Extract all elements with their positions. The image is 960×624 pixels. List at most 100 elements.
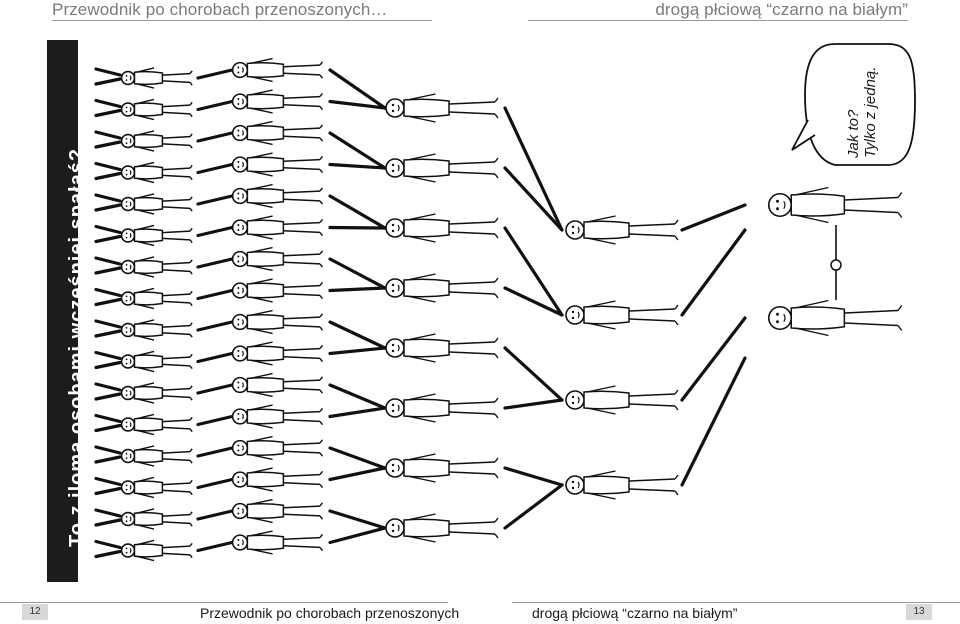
header-right-title: drogą płciową “czarno na białym” — [655, 0, 908, 19]
connector-line — [503, 226, 564, 317]
figure-person — [120, 193, 193, 215]
figure-man — [767, 299, 903, 337]
connector-line — [196, 68, 234, 80]
figure-person — [385, 273, 499, 303]
figure-person — [120, 256, 193, 278]
header-left-title: Przewodnik po chorobach przenoszonych… — [52, 0, 388, 19]
connector-line — [196, 194, 234, 206]
connector-line — [328, 225, 387, 230]
figure-person — [565, 300, 679, 330]
connector-line — [94, 455, 122, 464]
connector-line — [680, 203, 747, 232]
connector-line — [94, 319, 122, 329]
connector-line — [94, 382, 122, 392]
connector-line — [328, 446, 387, 470]
figure-person — [231, 183, 324, 209]
connector-line — [196, 540, 234, 553]
connector-line — [196, 351, 234, 364]
figure-person — [120, 224, 193, 247]
figure-person — [120, 287, 193, 310]
connector-line — [94, 224, 122, 235]
figure-person — [385, 393, 499, 423]
connector-line — [503, 398, 564, 410]
figure-person — [231, 372, 324, 398]
figure-person — [385, 513, 499, 543]
connector-line — [196, 509, 234, 521]
connector-line — [503, 166, 564, 232]
header-rule-left — [52, 20, 432, 21]
connector-line — [196, 99, 234, 112]
connector-line — [94, 234, 122, 244]
figure-person — [120, 130, 193, 152]
connector-line — [94, 476, 122, 487]
footer-right-text: drogą płciową “czarno na białym” — [532, 605, 738, 621]
connector-line — [328, 131, 387, 170]
speech-bubble-text: Jak to? Tylko z jedną. — [845, 67, 879, 158]
connector-line — [196, 477, 234, 490]
connector-line — [328, 383, 387, 410]
connector-line — [94, 130, 122, 140]
connector-line — [503, 483, 564, 530]
figure-person — [120, 98, 193, 121]
figure-person — [385, 453, 499, 483]
speech-bubble-line-2: Tylko z jedną. — [862, 66, 879, 158]
figure-person — [120, 539, 193, 562]
connector-line — [94, 549, 122, 559]
speech-bubble — [804, 43, 916, 166]
connector-line — [328, 320, 387, 350]
connector-line — [196, 131, 234, 143]
connector-line — [328, 286, 387, 293]
figure-person — [231, 341, 324, 366]
side-banner — [47, 40, 78, 582]
connector-line — [503, 346, 564, 402]
figure-person — [231, 278, 324, 303]
connector-line — [328, 466, 387, 482]
connector-line — [94, 423, 122, 433]
connector-line — [94, 508, 122, 518]
figure-person — [385, 333, 499, 363]
connector-line — [328, 509, 387, 530]
figure-person — [385, 93, 499, 123]
connector-line — [94, 413, 122, 424]
figure-person — [231, 89, 324, 114]
figure-person — [565, 215, 679, 245]
connector-line — [196, 446, 234, 458]
figure-person — [231, 498, 324, 524]
figure-woman — [767, 186, 903, 224]
figure-person — [120, 445, 193, 467]
connector-line — [94, 392, 122, 401]
footer-rule-right — [512, 602, 960, 603]
figure-person — [120, 476, 193, 499]
figure-person — [231, 57, 324, 83]
footer-left-text: Przewodnik po chorobach przenoszonych — [200, 605, 460, 621]
connector-line — [196, 288, 234, 301]
header-rule-right — [528, 20, 908, 21]
connector-line — [94, 77, 122, 86]
connector-line — [196, 383, 234, 395]
connector-line — [94, 67, 122, 77]
connector-line — [196, 414, 234, 427]
connector-line — [94, 539, 122, 550]
figure-person — [120, 508, 193, 530]
connector-line — [328, 346, 387, 356]
figure-person — [385, 213, 499, 243]
connector-line — [503, 286, 564, 317]
connector-line — [94, 108, 122, 118]
connector-line — [328, 194, 387, 230]
connector-line — [94, 297, 122, 307]
connector-line — [94, 329, 122, 338]
figure-person — [565, 385, 679, 415]
figure-person — [231, 215, 324, 240]
figure-person — [231, 467, 324, 492]
connector-line — [94, 486, 122, 496]
page-number-right: 13 — [906, 604, 932, 620]
connector-line — [680, 316, 747, 402]
connector-line — [94, 203, 122, 212]
connector-line — [94, 161, 122, 172]
connector-line — [196, 320, 234, 332]
figure-person — [385, 153, 499, 183]
connector-line — [680, 228, 747, 317]
connector-line — [328, 99, 387, 110]
connector-line — [503, 106, 564, 232]
